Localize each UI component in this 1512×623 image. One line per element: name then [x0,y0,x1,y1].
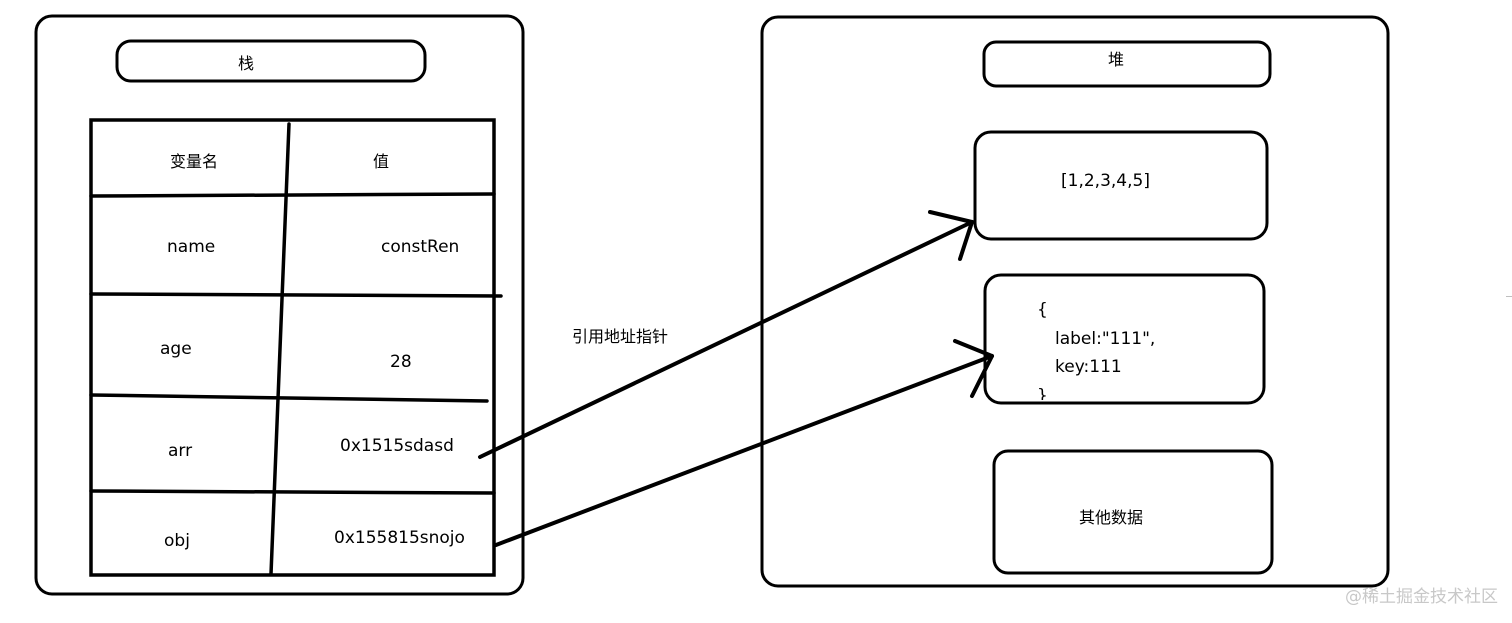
heap-object-line-close: } [1037,386,1048,400]
table-row-divider-3 [89,489,496,495]
table-row-divider-1 [89,292,503,298]
row-age-variable: age [160,339,192,359]
right-edge-tick [1506,296,1512,301]
pointer-label: 引用地址指针 [572,327,669,346]
stack-table [89,118,503,577]
stack-table-border [89,118,496,577]
heap-title-pill [982,40,1272,88]
row-arr-variable: arr [168,441,193,461]
obj-arrowhead [953,339,994,398]
column-header-variable-name: 变量名 [170,152,219,171]
heap-array-text: [1,2,3,4,5] [1061,171,1150,191]
arr-arrowhead [928,210,974,261]
row-obj-value: 0x155815snojo [334,528,465,548]
heap-other-box [992,449,1274,575]
heap-panel [760,15,1390,588]
row-obj-variable: obj [164,531,190,551]
table-row-divider-2 [89,393,489,403]
stack-title-pill [115,39,427,83]
row-name-value: constRen [381,237,460,257]
column-header-value: 值 [373,152,390,171]
row-arr-value: 0x1515sdasd [340,436,454,456]
heap-array-box [973,130,1269,241]
heap-object-line-label: label:"111", [1055,329,1156,349]
table-header-divider [89,192,496,198]
arr-pointer-arrow [478,220,974,459]
table-column-divider [269,122,291,576]
row-age-value: 28 [390,352,412,372]
heap-object-line-key: key:111 [1055,357,1122,377]
row-name-variable: name [167,237,216,257]
watermark: @稀土掘金技术社区 [1345,587,1498,607]
heap-object-line-open: { [1037,300,1048,320]
stack-panel [34,14,525,596]
heap-title: 堆 [1108,50,1125,69]
obj-pointer-arrow [494,354,994,547]
stack-title: 栈 [238,54,255,73]
heap-object-box [983,273,1266,405]
heap-other-text: 其他数据 [1079,508,1144,527]
